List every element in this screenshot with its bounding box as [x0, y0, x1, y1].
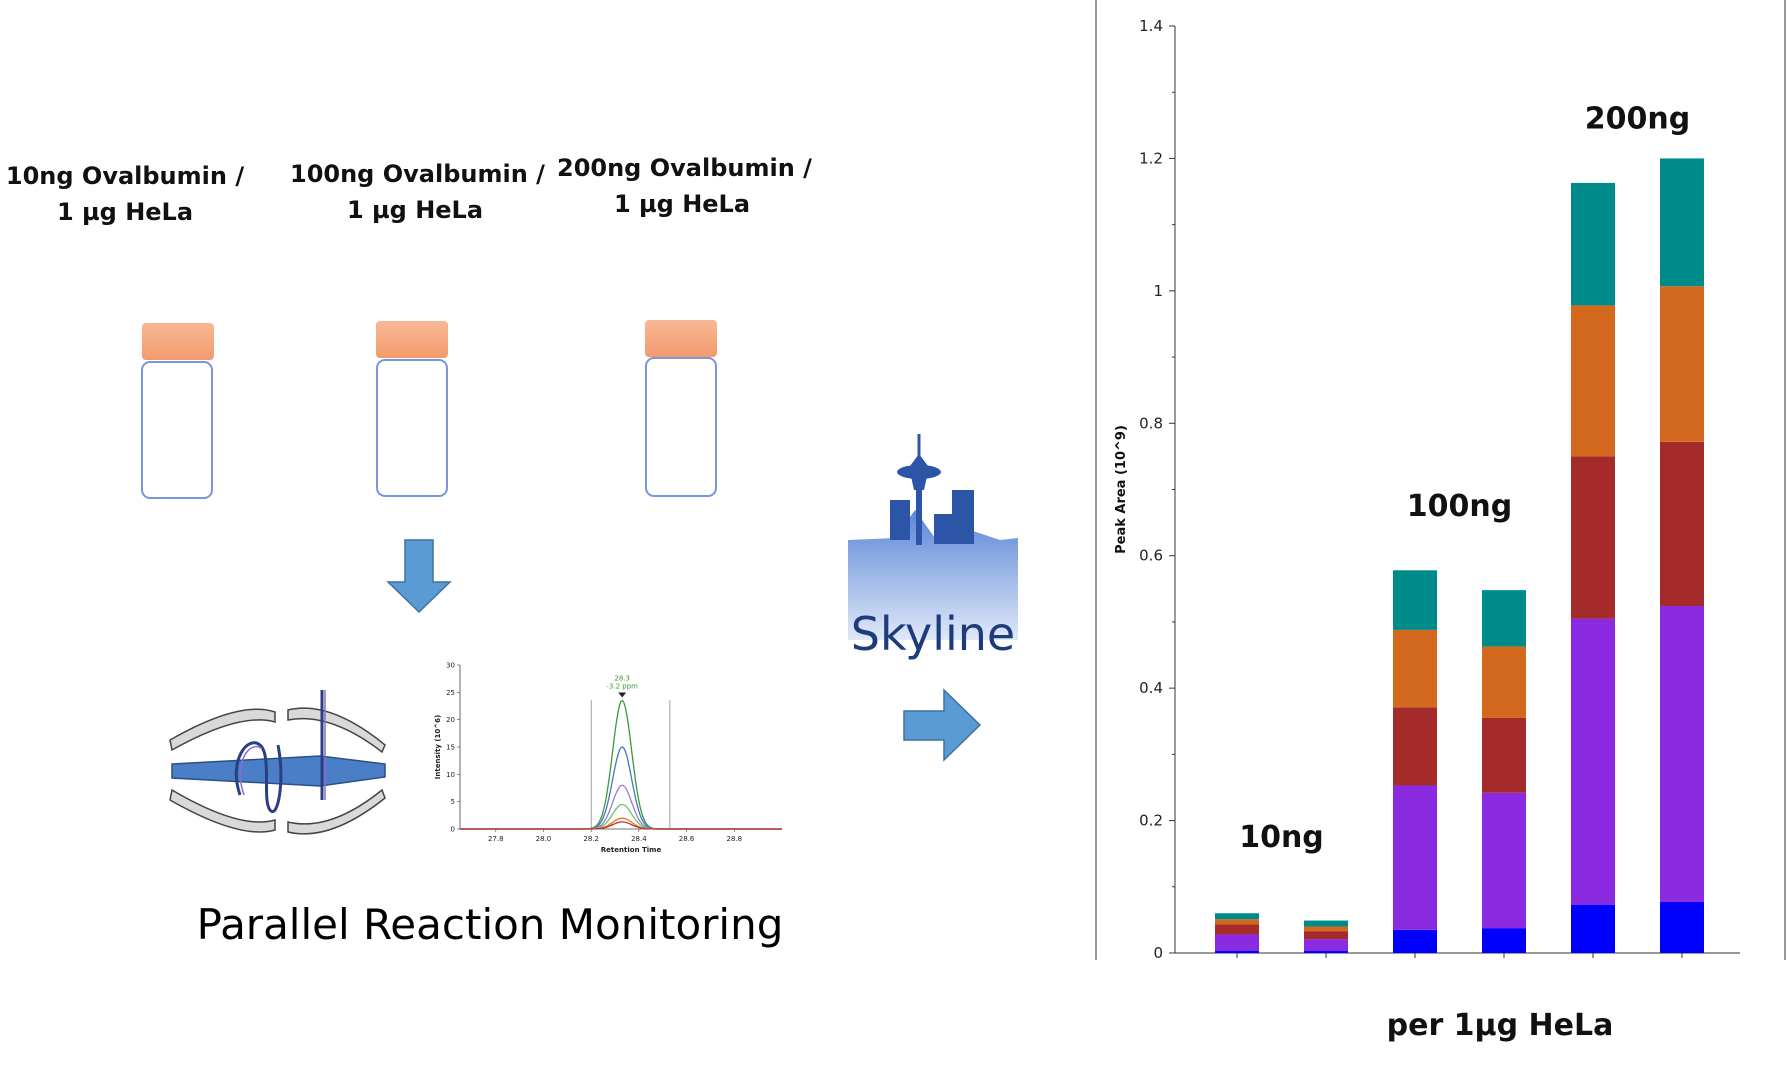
bar-segment [1571, 305, 1615, 457]
group-label: 10ng [1239, 820, 1324, 855]
vial-cap [376, 321, 448, 358]
mass-spectrometer-icon [169, 690, 386, 835]
bar-segment [1304, 926, 1348, 932]
right-arrow-icon [903, 688, 982, 762]
bar-segment [1482, 928, 1526, 953]
mini-x-tick-label: 28.2 [583, 835, 599, 843]
bar-segment [1660, 158, 1704, 287]
bar-segment [1393, 929, 1437, 953]
bar-segment [1304, 939, 1348, 952]
group-label: 200ng [1585, 102, 1690, 137]
vial-label-100ng-line2: 1 µg HeLa [346, 196, 484, 224]
bar-segment [1660, 606, 1704, 903]
bar-segment [1482, 717, 1526, 793]
vial-label-10ng: 10ng Ovalbumin / 1 µg HeLa [5, 158, 245, 230]
y-tick-label: 0 [1153, 944, 1163, 962]
vial-label-10ng-line2: 1 µg HeLa [56, 198, 194, 226]
y-tick-label: 1.4 [1139, 17, 1163, 35]
mini-x-tick-label: 28.6 [679, 835, 695, 843]
vial-label-200ng: 200ng Ovalbumin / 1 µg HeLa [557, 150, 812, 222]
bar-segment [1482, 792, 1526, 929]
vial-label-100ng-line1: 100ng Ovalbumin / [290, 160, 545, 188]
mini-x-tick-label: 28.4 [631, 835, 647, 843]
bar-segment [1393, 785, 1437, 930]
bar-segment [1215, 934, 1259, 952]
bar-segment [1215, 924, 1259, 935]
y-tick-label: 1 [1153, 282, 1163, 300]
mini-y-tick-label: 25 [446, 689, 455, 697]
bar-segment [1660, 441, 1704, 607]
vial-label-200ng-line2: 1 µg HeLa [613, 190, 751, 218]
mini-y-tick-label: 10 [446, 771, 455, 779]
bar-segment [1393, 629, 1437, 708]
bar-segment [1571, 904, 1615, 953]
bar-segment [1482, 646, 1526, 718]
bar-segment [1215, 919, 1259, 925]
vial-label-200ng-line1: 200ng Ovalbumin / [557, 154, 812, 182]
bar-segment [1482, 590, 1526, 647]
vial-cap [645, 320, 717, 357]
vial-label-100ng: 100ng Ovalbumin / 1 µg HeLa [290, 156, 545, 228]
x-axis-title: per 1µg HeLa [1386, 1008, 1614, 1043]
y-tick-label: 1.2 [1139, 149, 1163, 167]
bar-segment [1571, 456, 1615, 619]
mini-chromatogram-trace [460, 817, 782, 830]
mini-y-tick-label: 0 [451, 826, 455, 834]
bar-segment [1571, 182, 1615, 306]
mini-x-axis-title: Retention Time [601, 846, 662, 854]
mini-chromatogram-trace [460, 821, 782, 830]
mini-chromatogram-trace [460, 699, 782, 830]
mini-peak-ppm-label: -3.2 ppm [606, 683, 638, 691]
y-tick-label: 0.4 [1139, 679, 1163, 697]
bar-segment [1571, 618, 1615, 905]
bar-segment [1215, 913, 1259, 920]
mini-y-axis-title: Intensity (10^6) [434, 715, 442, 779]
mini-y-tick-label: 30 [446, 662, 455, 670]
skyline-logo-text: Skyline [851, 607, 1015, 661]
bar-segment [1660, 902, 1704, 953]
bar-segment [1393, 707, 1437, 786]
bar-segment [1304, 931, 1348, 940]
left-diagram: 0 5 10 15 20 25 30 27.8 28.0 28.2 28.4 28.6 28.8Rete… [141, 320, 982, 854]
skyline-logo-icon: Skyline [848, 434, 1018, 661]
mini-y-tick-label: 5 [451, 798, 455, 806]
group-label: 100ng [1407, 489, 1512, 524]
mini-y-tick-label: 20 [446, 716, 455, 724]
mini-chromatogram-trace [460, 803, 782, 830]
bar-segment [1393, 570, 1437, 630]
vial-label-10ng-line1: 10ng Ovalbumin / [5, 162, 245, 190]
mini-chromatogram-trace [460, 746, 782, 830]
vial-10ng [141, 323, 214, 499]
chromatogram-mini-chart: 0 5 10 15 20 25 30 27.8 28.0 28.2 28.4 28.6 28.8Rete… [434, 662, 782, 854]
y-tick-label: 0.2 [1139, 812, 1163, 830]
vial-200ng [645, 320, 717, 497]
bar-segment [1304, 920, 1348, 927]
page-title: Parallel Reaction Monitoring [196, 900, 784, 949]
y-axis-title: Peak Area (10^9) [1114, 425, 1129, 554]
mini-x-tick-label: 27.8 [488, 835, 504, 843]
mini-peak-label: 28.3 [614, 675, 630, 683]
mini-y-tick-label: 15 [446, 744, 455, 752]
mini-peak-marker [618, 692, 627, 698]
mini-x-tick-label: 28.0 [536, 835, 552, 843]
vial-100ng [376, 321, 448, 497]
mini-x-tick-label: 28.8 [726, 835, 742, 843]
bar-segment [1660, 286, 1704, 442]
y-tick-label: 0.8 [1139, 414, 1163, 432]
bar-segment [1215, 951, 1259, 953]
down-arrow-icon [386, 539, 452, 614]
bar-segment [1304, 951, 1348, 953]
y-tick-label: 0.6 [1139, 547, 1163, 565]
vial-cap [142, 323, 214, 360]
